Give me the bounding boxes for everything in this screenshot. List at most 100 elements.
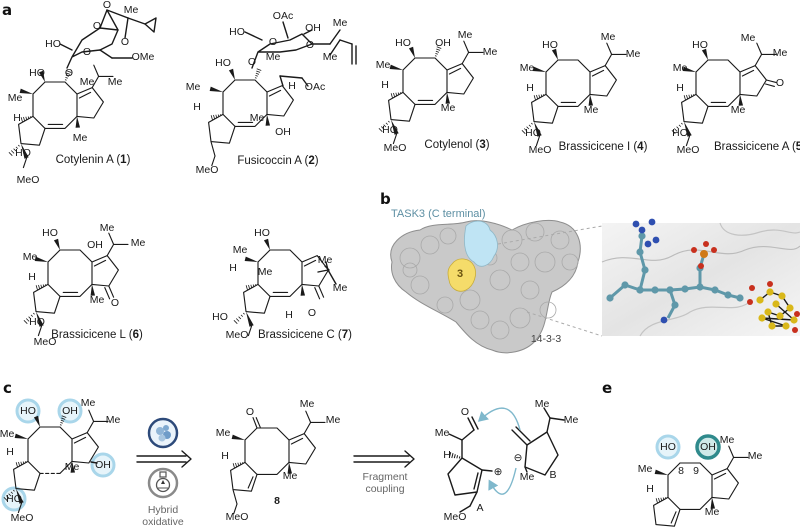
hashed-bond xyxy=(13,148,17,152)
wedge-bond xyxy=(287,462,293,474)
ligand-atom xyxy=(766,288,774,296)
bond xyxy=(339,39,353,45)
brassicicene-i-atom-me: Me xyxy=(584,104,599,116)
surface-bump xyxy=(439,227,457,245)
hashed-bond xyxy=(523,128,528,132)
cotylenin-a-structure xyxy=(8,64,114,169)
brassicicene-i-atom-meo: MeO xyxy=(529,144,552,156)
panel-e-atom-ho: HO xyxy=(660,441,676,453)
bond xyxy=(76,87,104,119)
hashed-bond xyxy=(233,320,238,324)
wedge-bond xyxy=(75,116,81,128)
hashed-bond xyxy=(540,94,543,97)
zoom-guide-bottom xyxy=(526,311,603,337)
compound-name-text: Brassicicene I ( xyxy=(559,141,638,153)
ligand-atom xyxy=(764,308,772,316)
bond xyxy=(39,426,73,462)
wedge-bond xyxy=(391,119,399,135)
binding-site-inset xyxy=(601,218,800,337)
wedge-bond xyxy=(231,434,245,440)
compound-number: 6 xyxy=(133,329,139,341)
fusicoccin-a-atom-oac: OAc xyxy=(305,81,325,93)
compound-name-6: Brassicicene L (6) xyxy=(51,329,143,341)
bond xyxy=(329,29,341,45)
bond xyxy=(244,427,258,475)
bond xyxy=(765,83,775,87)
cotylenin-a-atom-ome: OMe xyxy=(132,51,155,63)
nitrogen-atom xyxy=(660,316,668,324)
nitrogen-atom xyxy=(652,236,660,244)
ligand-atom xyxy=(756,296,764,304)
hashed-bond xyxy=(28,316,32,320)
hashed-bond xyxy=(378,128,383,132)
bond xyxy=(711,468,739,500)
bond xyxy=(606,42,613,55)
compound-number: 5 xyxy=(796,141,800,153)
wedge-bond xyxy=(588,94,594,106)
cotylenin-a-atom-o: O xyxy=(65,67,73,79)
target-atom-me: Me xyxy=(65,461,80,473)
fragment-b-atom-me: Me xyxy=(535,398,550,410)
panel-e-atom-me: Me xyxy=(705,506,720,518)
bond xyxy=(546,417,551,433)
hashed-bond xyxy=(256,70,261,73)
bond xyxy=(208,113,236,144)
hashed-bond xyxy=(18,144,20,147)
brassicicene-c-isopropyl xyxy=(317,261,337,285)
peptide-atom xyxy=(724,291,732,299)
peptide-atom xyxy=(681,285,689,293)
cotylenol-atom-ho: HO xyxy=(395,37,411,49)
compound-name-text: Brassicicene C ( xyxy=(258,329,342,341)
hashed-bond xyxy=(20,117,23,123)
wedge-bond xyxy=(36,311,44,327)
compound-name-1: Cotylenin A (1) xyxy=(56,154,131,166)
hashed-bond xyxy=(240,314,244,317)
fragment-b-atom-me: Me xyxy=(564,414,579,426)
brassicicene-c-atom-o: O xyxy=(308,307,316,319)
bond xyxy=(667,462,681,510)
retro-arrow-2 xyxy=(353,450,415,468)
hashed-bond xyxy=(395,92,398,96)
bond xyxy=(104,287,111,300)
bond xyxy=(301,77,309,87)
peptide-atom xyxy=(651,286,659,294)
bond xyxy=(88,409,95,422)
brassicicene-i-atom-h: H xyxy=(526,82,534,94)
compound-name-2: Fusicoccin A (2) xyxy=(237,155,318,167)
hashed-bond xyxy=(533,95,536,101)
hashed-bond xyxy=(458,456,461,459)
wedge-bond xyxy=(389,64,403,70)
brassicicene-a-atom-ho: HO xyxy=(692,39,708,51)
ball-and-stick-model xyxy=(606,218,800,333)
brassicicene-a-atom-me: Me xyxy=(741,32,756,44)
brassicicene-i-atom-ho: HO xyxy=(542,39,558,51)
target-extra-bond xyxy=(90,461,98,464)
oxygen-atom xyxy=(691,247,697,253)
hashed-bond xyxy=(23,320,28,324)
ligand-atom xyxy=(782,322,790,330)
hashed-bond xyxy=(33,312,35,315)
bond xyxy=(22,157,28,169)
wedge-bond xyxy=(534,121,542,137)
bond xyxy=(59,43,73,51)
hashed-bond xyxy=(252,284,255,287)
ligand-atom xyxy=(772,300,780,308)
compound-number: 7 xyxy=(342,329,348,341)
brassicicene-c-structure xyxy=(233,238,329,337)
brassicicene-a-atom-o: O xyxy=(776,77,784,89)
surface-bump xyxy=(520,280,540,300)
compound-name-paren: ) xyxy=(348,329,352,341)
wedge-bond xyxy=(34,256,48,262)
ligand-atom xyxy=(776,312,784,320)
panel-e-atom-h: H xyxy=(646,483,654,495)
bond xyxy=(303,29,313,35)
bond xyxy=(59,460,73,474)
oxygen-atom xyxy=(698,263,704,269)
bond xyxy=(44,81,78,117)
bond xyxy=(268,89,282,97)
bond xyxy=(388,91,416,122)
peptide-bond-stick xyxy=(609,283,741,300)
hashed-bond xyxy=(248,284,250,290)
